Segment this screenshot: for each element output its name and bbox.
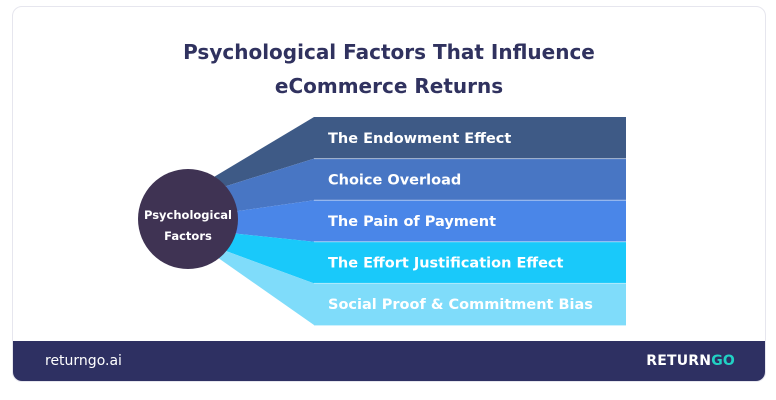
factor-band-4 [314,241,626,284]
center-label-line-1: Psychological [144,208,232,222]
factor-label-3: The Pain of Payment [328,214,496,230]
factor-band-1 [314,117,626,159]
brand-logo-part-2: GO [711,353,735,369]
title-line-1: Psychological Factors That Influence [183,40,595,64]
factor-label-4: The Effort Justification Effect [328,256,564,272]
brand-logo-part-1: RETURN [646,353,712,369]
footer-url-link[interactable]: returngo.ai [45,353,122,369]
footer-bar: returngo.ai RETURNGO [13,341,765,381]
connector-4 [226,233,314,284]
page-title: Psychological Factors That Influence eCo… [13,35,765,103]
title-line-2: eCommerce Returns [274,74,504,98]
connector-1 [214,117,314,187]
connector-group [214,117,314,325]
factor-band-5 [314,283,626,326]
infographic-card: Psychological Factors That Influence eCo… [12,6,766,382]
factor-label-1: The Endowment Effect [328,131,511,147]
connector-3 [235,200,314,242]
connector-5 [218,251,314,325]
factor-band-3 [314,200,626,243]
factor-label-5: Social Proof & Commitment Bias [328,297,593,313]
center-circle [138,169,238,269]
center-label-line-2: Factors [164,229,212,243]
factor-label-2: Choice Overload [328,172,461,188]
connector-2 [225,158,314,212]
brand-logo[interactable]: RETURNGO [646,351,735,371]
factor-band-2 [314,158,626,201]
